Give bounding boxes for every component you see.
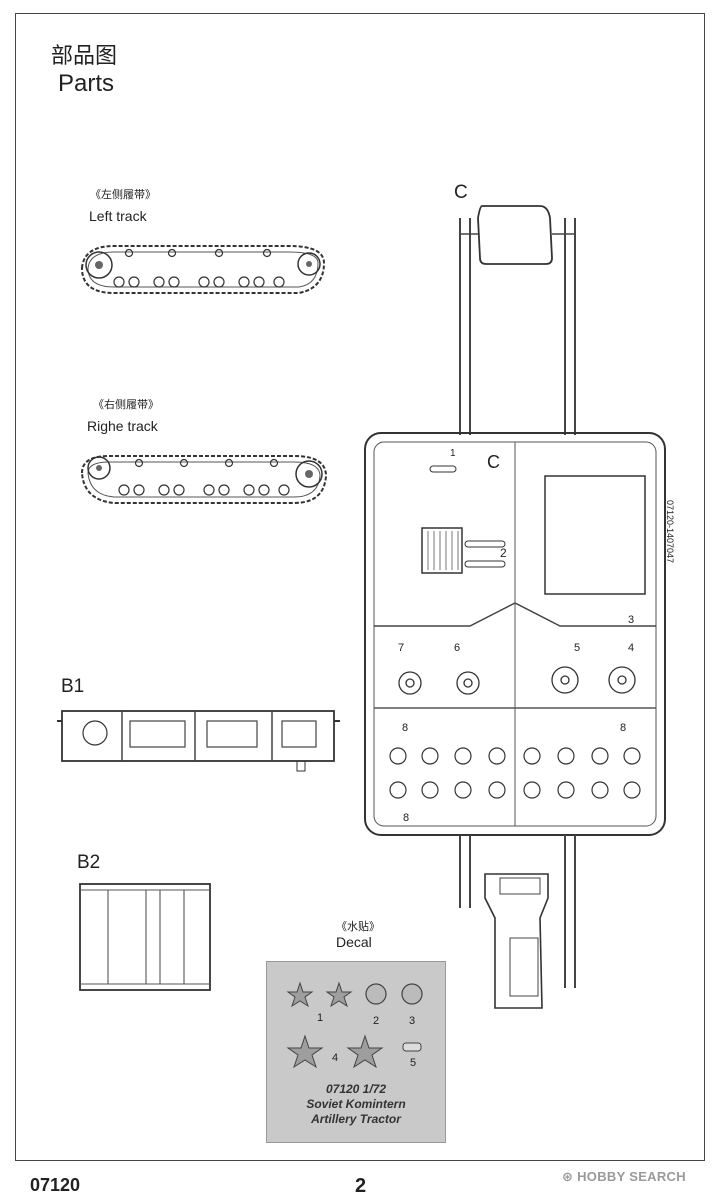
decal-caption: 07120 1/72 Soviet Komintern Artillery Tr…	[267, 1082, 445, 1127]
part-number-3: 3	[628, 614, 635, 626]
page-frame	[15, 13, 705, 1161]
part-number-8b: 8	[620, 722, 627, 734]
part-number-8a: 8	[402, 722, 409, 734]
emblem-icon	[365, 983, 387, 1005]
decal-caption-line3: Artillery Tractor	[311, 1112, 401, 1126]
sprue-code: 07120-1407047	[665, 500, 675, 564]
part-number-2: 2	[500, 546, 507, 560]
decal-caption-line2: Soviet Komintern	[306, 1097, 406, 1111]
emblem-icon	[401, 983, 423, 1005]
page-title-cn: 部品图	[51, 44, 118, 69]
decal-label-cn: 《水贴》	[336, 920, 380, 933]
decal-markings	[286, 981, 423, 1069]
sprue-c-label: C	[454, 182, 468, 203]
watermark: ⊛ HOBBY SEARCH	[562, 1169, 686, 1184]
part-number-6: 6	[454, 642, 461, 654]
star-icon	[325, 981, 353, 1008]
part-number-7: 7	[398, 642, 405, 654]
part-b1-label: B1	[61, 676, 85, 697]
left-track-label-en: Left track	[89, 208, 147, 224]
plate-icon	[402, 1042, 422, 1052]
page-title-en: Parts	[58, 70, 115, 97]
decal-number-5: 5	[410, 1057, 417, 1069]
watermark-logo-icon: ⊛	[562, 1169, 578, 1184]
left-track-drawing	[80, 245, 326, 294]
star-icon	[286, 1034, 324, 1069]
decal-number-4: 4	[332, 1052, 339, 1064]
decal-caption-line1: 07120 1/72	[325, 1082, 387, 1096]
decal-number-3: 3	[409, 1015, 416, 1027]
star-icon	[286, 981, 314, 1008]
page-number: 2	[355, 1175, 367, 1197]
left-track-label-cn: 《左侧履带》	[90, 188, 156, 201]
right-track-label-cn: 《右侧履带》	[93, 398, 159, 411]
sprue-c-drawing	[364, 205, 666, 1009]
decal-number-1: 1	[317, 1012, 324, 1024]
part-b1-drawing	[57, 710, 340, 772]
part-b2-drawing	[79, 883, 211, 991]
part-number-1: 1	[450, 448, 456, 459]
decal-number-2: 2	[373, 1015, 380, 1027]
decal-label-en: Decal	[336, 934, 372, 950]
part-number-5: 5	[574, 642, 581, 654]
star-icon	[346, 1034, 384, 1069]
part-number-8c: 8	[403, 812, 410, 824]
decal-sheet: 1 2 3 4 5 07120 1/72 Soviet Komintern Ar…	[266, 961, 446, 1143]
part-b2-label: B2	[77, 852, 101, 873]
part-number-4: 4	[628, 642, 635, 654]
sprue-c-tag: C	[487, 452, 500, 472]
footer-product-code: 07120	[30, 1175, 81, 1195]
right-track-label-en: Righe track	[87, 418, 158, 434]
right-track-drawing	[80, 455, 328, 504]
